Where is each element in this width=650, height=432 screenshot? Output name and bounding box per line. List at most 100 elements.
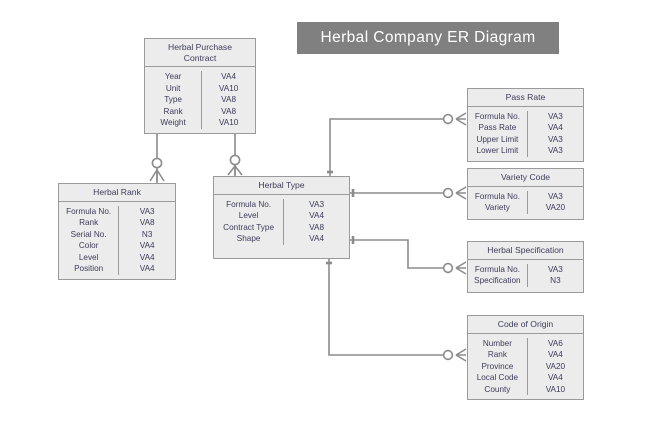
attribute-type: VA8 [309,222,325,232]
attribute-name: Upper Limit [476,134,519,144]
attribute-name: Formula No. [66,206,112,216]
attribute-name: Specification [474,276,521,286]
attribute-name-column: Formula No.Specification [468,263,528,287]
attribute-name: Shape [236,234,261,244]
attribute-type: VA10 [218,83,239,93]
attribute-name: Position [74,264,104,274]
entity-header-herbal-type: Herbal Type [214,177,349,195]
entity-header-code-of-origin: Code of Origin [468,316,583,334]
entity-title-line: Contract [183,52,217,63]
attribute-type: VA20 [545,361,566,371]
attribute-type: VA3 [139,206,155,216]
attribute-type: VA8 [221,95,237,105]
attribute-type: VA4 [547,350,563,360]
attribute-name: Rank [487,350,507,360]
attribute-type: VA3 [547,191,563,201]
attribute-name: Formula No. [474,191,520,201]
entity-title-line: Pass Rate [505,92,546,102]
entity-title-line: Herbal Purchase [167,42,232,52]
entity-title-line: Herbal Specification [487,245,564,255]
attribute-type: VA3 [547,264,563,274]
entity-title-line: Code of Origin [497,319,554,329]
attribute-name: Year [164,72,182,81]
attribute-name: Type [164,95,182,105]
attribute-type: VA4 [547,123,563,133]
attribute-name: Level [78,252,99,262]
attribute-type: VA10 [545,384,566,394]
attribute-type: VA3 [309,199,325,209]
attribute-type: VA3 [547,146,563,156]
attribute-name: Contract Type [223,222,274,232]
attribute-name: Weight [160,118,186,128]
entity-header-herbal-specification: Herbal Specification [468,242,583,260]
attribute-type: VA4 [221,72,237,81]
connector-type-to-specification [350,236,467,275]
attribute-name: Province [481,361,514,371]
attribute-type: VA3 [547,111,563,121]
attribute-type: VA20 [545,203,566,213]
entity-header-pass-rate: Pass Rate [468,89,583,107]
attribute-type: VA3 [547,134,563,144]
attribute-name-column: Formula No. Variety [468,190,528,214]
attribute-name: Rank [79,218,99,228]
connector-type-to-passrate [327,112,467,176]
entity-title-line: Herbal Rank [93,187,141,197]
diagram-title: Herbal Company ER Diagram [320,29,536,46]
attribute-type: VA8 [139,218,155,228]
attribute-type: VA8 [221,106,237,116]
entity-title-line: Herbal Type [258,180,305,190]
attribute-type: N3 [550,276,561,286]
attribute-name: Number [482,338,512,348]
entity-header-variety-code: Variety Code [468,169,583,187]
attribute-name: Pass Rate [478,123,517,133]
attribute-name: Formula No. [474,111,520,121]
attribute-name: Rank [163,106,183,116]
entity-title-line: Variety Code [500,172,551,182]
attribute-type: VA4 [309,234,325,244]
attribute-type: N3 [141,229,153,239]
attribute-name: Serial No. [70,229,107,239]
attribute-name: Formula No. [226,199,272,209]
attribute-name: County [484,384,511,394]
connector-type-to-origin [326,259,467,362]
connector-type-to-variety [350,186,467,200]
attribute-type: VA6 [547,338,563,348]
connector-contract-to-rank [149,126,165,183]
attribute-type: VA4 [547,373,563,383]
attribute-name: Unit [165,83,181,93]
attribute-type: VA10 [218,118,239,128]
diagram-title-banner: Herbal Company ER Diagram [297,22,559,54]
attribute-name: Local Code [476,373,519,383]
attribute-name: Lower Limit [476,146,519,156]
attribute-name: Variety [484,203,510,213]
attribute-type: VA4 [309,211,325,221]
attribute-name: Level [238,211,259,221]
attribute-type: VA4 [139,241,155,251]
